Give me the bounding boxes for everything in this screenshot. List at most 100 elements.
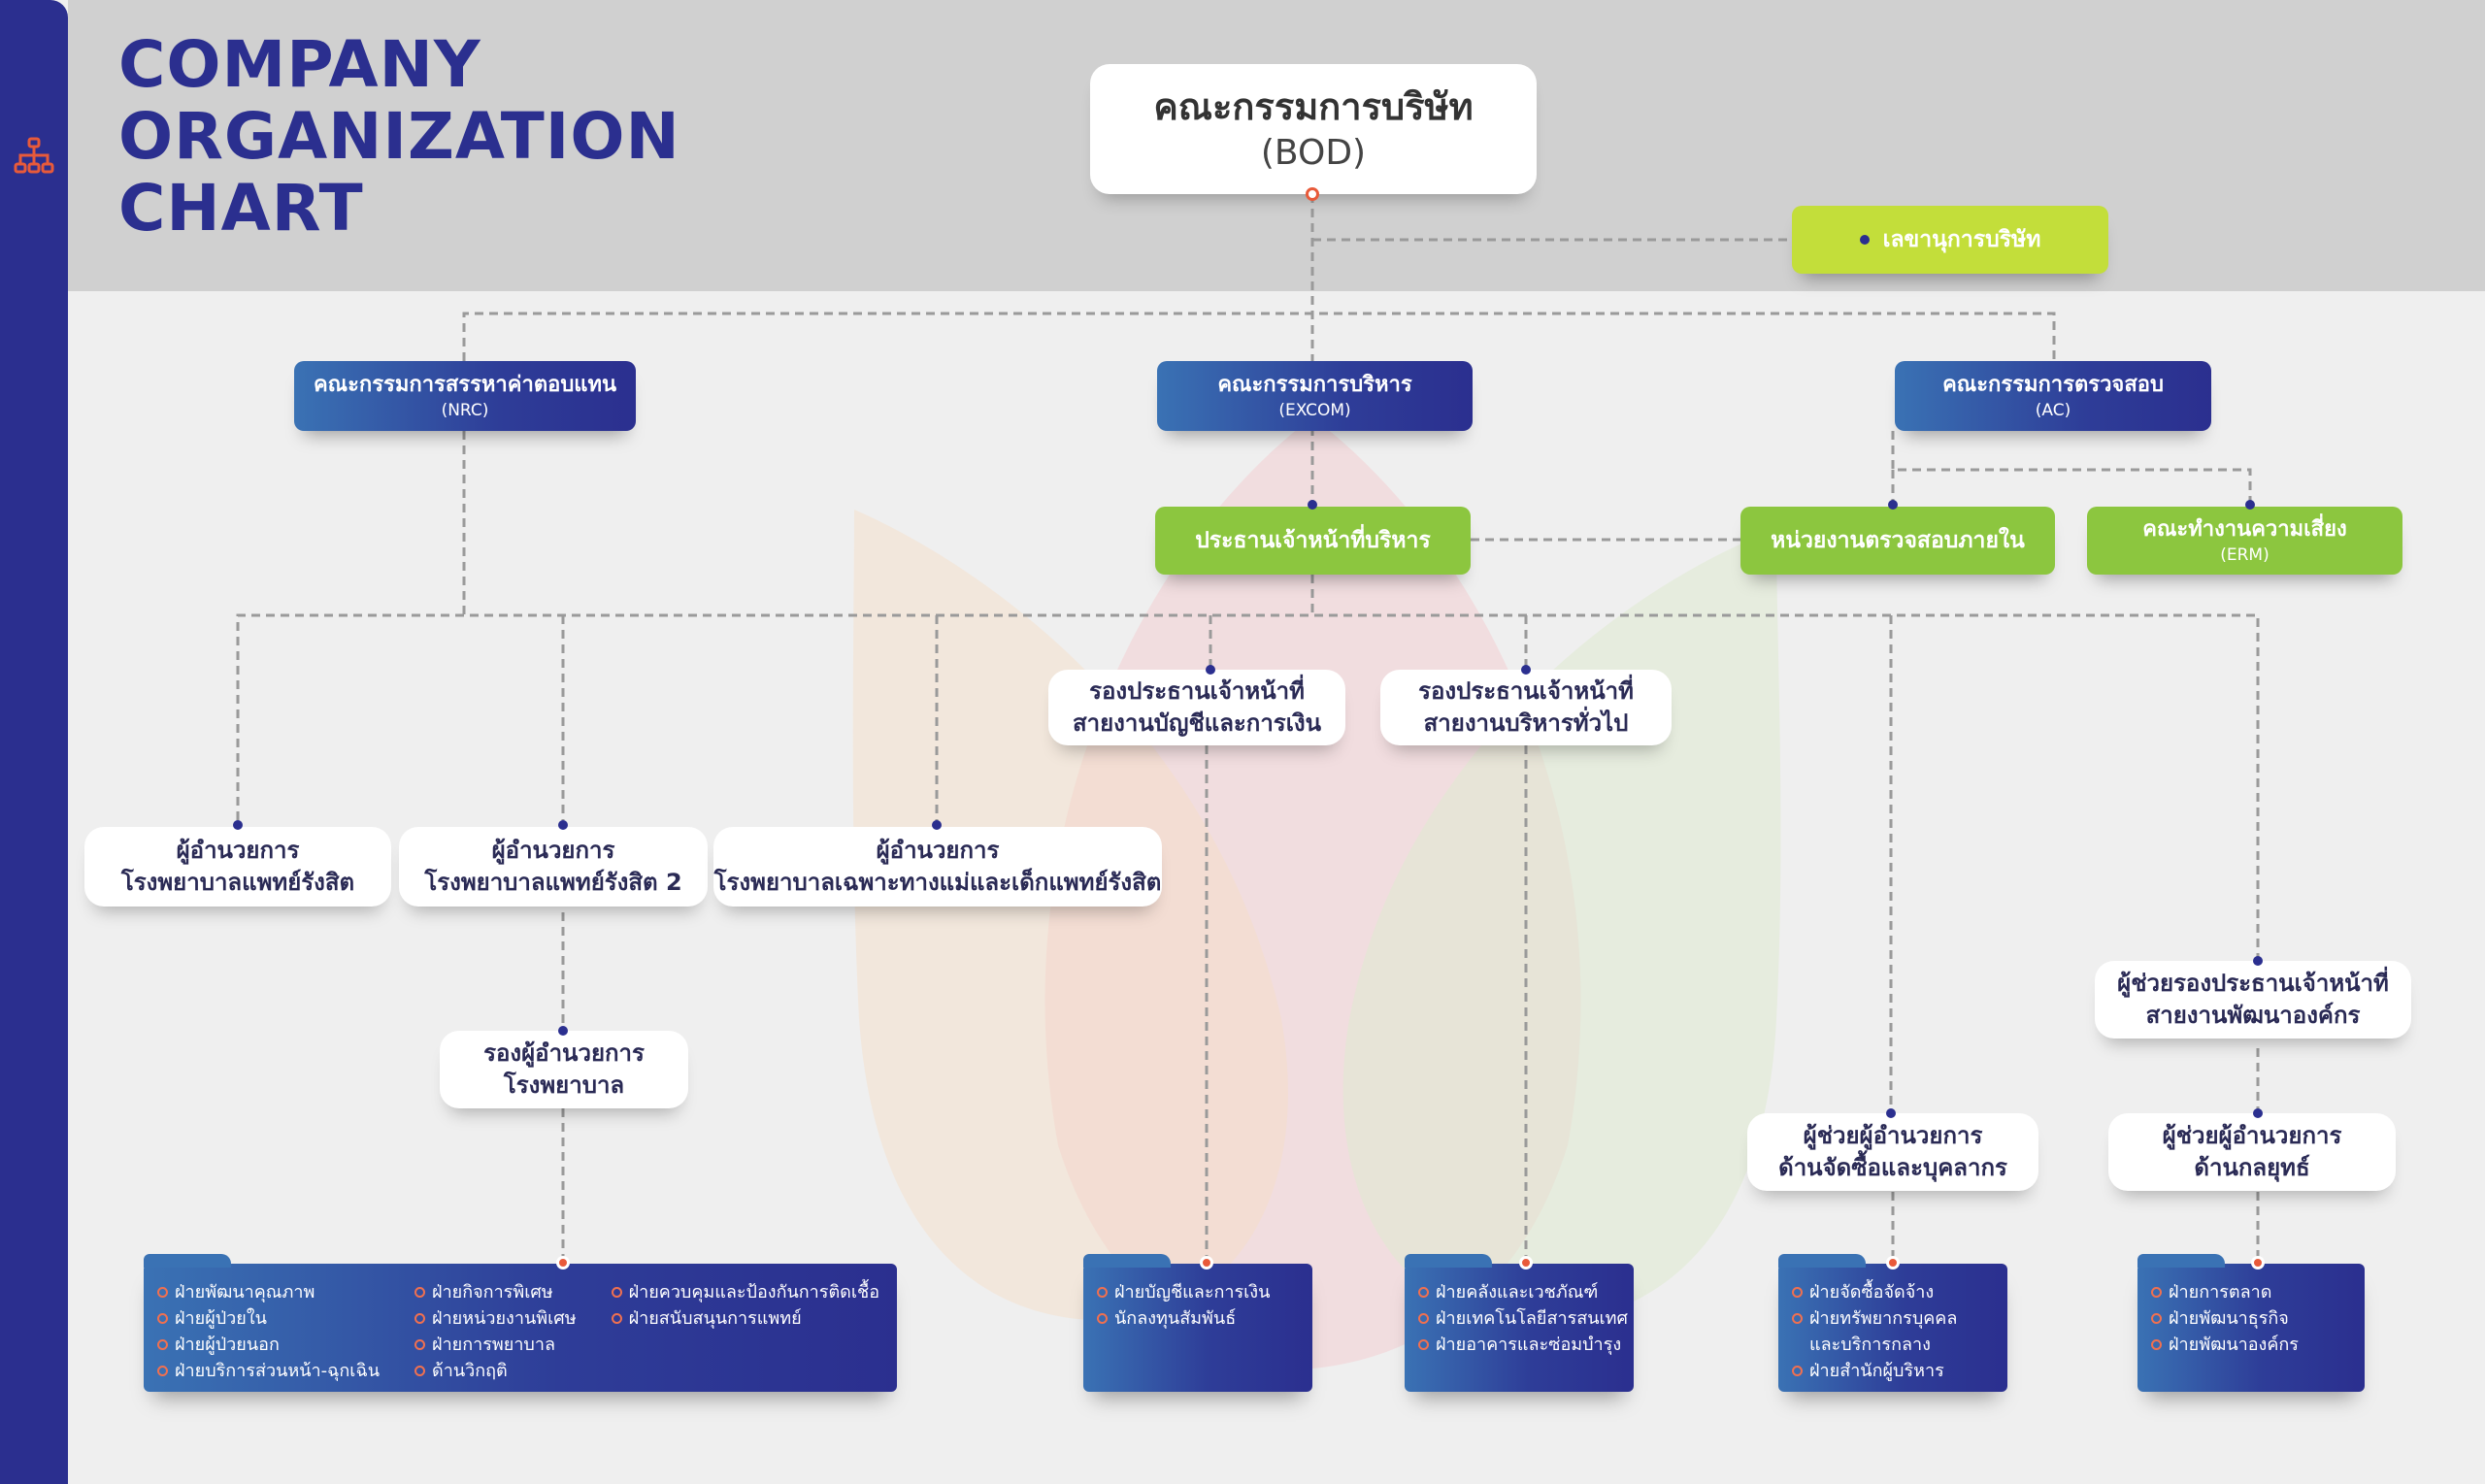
folder-tab (144, 1254, 231, 1268)
bod-name: คณะกรรมการบริษัท (1153, 85, 1474, 128)
dept-strategy-list: ฝ่ายการตลาด ฝ่ายพัฒนาธุรกิจ ฝ่ายพัฒนาองค… (2151, 1279, 2351, 1358)
asst-vp-dev-box[interactable]: ผู้ช่วยรองประธานเจ้าหน้าที่ สายงานพัฒนาอ… (2095, 961, 2411, 1039)
erm-name: คณะทำงานความเสี่ยง (2142, 517, 2347, 542)
asst-dir-strategy-box[interactable]: ผู้ช่วยผู้อำนวยการ ด้านกลยุทธ์ (2108, 1113, 2396, 1191)
director-2-box[interactable]: ผู้อำนวยการ โรงพยาบาลแพทย์รังสิต 2 (399, 827, 708, 907)
dept-hospital-anchor-dot (556, 1256, 570, 1270)
deputy-director-box[interactable]: รองผู้อำนวยการ โรงพยาบาล (440, 1031, 688, 1108)
dept-procure-anchor-dot (1886, 1256, 1900, 1270)
dept-hospital-col3: ฝ่ายควบคุมและป้องกันการติดเชื้อ ฝ่ายสนับ… (611, 1279, 879, 1384)
dept-item: ฝ่ายผู้ป่วยนอก (157, 1332, 380, 1358)
dept-item: ฝ่ายสนับสนุนการแพทย์ (611, 1305, 879, 1332)
dept-item: ฝ่ายจัดซื้อจัดจ้าง (1792, 1279, 1994, 1305)
dept-hospital-col2: ฝ่ายกิจการพิเศษ ฝ่ายหน่วยงานพิเศษ ฝ่ายกา… (414, 1279, 577, 1384)
asst-dir-strategy-line2: ด้านกลยุทธ์ (2194, 1154, 2310, 1181)
deputy-director-line2: โรงพยาบาล (503, 1072, 625, 1099)
ac-name: คณะกรรมการตรวจสอบ (1942, 373, 2164, 397)
dept-item: ฝ่ายอาคารและซ่อมบำรุง (1418, 1332, 1621, 1358)
director-3-line1: ผู้อำนวยการ (876, 837, 1000, 864)
vp-finance-line2: สายงานบัญชีและการเงิน (1072, 709, 1322, 737)
dept-finance-box[interactable]: ฝ่ายบัญชีและการเงิน นักลงทุนสัมพันธ์ (1083, 1254, 1312, 1392)
nrc-name: คณะกรรมการสรรหาค่าตอบแทน (313, 373, 617, 397)
dept-finance-anchor-dot (1200, 1256, 1213, 1270)
director-1-box[interactable]: ผู้อำนวยการ โรงพยาบาลแพทย์รังสิต (84, 827, 391, 907)
deputy-director-line1: รองผู้อำนวยการ (483, 1039, 645, 1067)
nrc-box[interactable]: คณะกรรมการสรรหาค่าตอบแทน (NRC) (294, 361, 636, 431)
dept-item: ฝ่ายผู้ป่วยใน (157, 1305, 380, 1332)
dept-item: ฝ่ายเทคโนโลยีสารสนเทศ (1418, 1305, 1628, 1332)
dept-item: ฝ่ายพัฒนาธุรกิจ (2151, 1305, 2351, 1332)
title-line-2: ORGANIZATION (118, 99, 680, 174)
dept-item: ฝ่ายการพยาบาล (414, 1332, 577, 1358)
title-line-3: CHART (118, 171, 364, 246)
asst-vp-dev-line1: ผู้ช่วยรองประธานเจ้าหน้าที่ (2117, 970, 2389, 997)
director-3-line2: โรงพยาบาลเฉพาะทางแม่และเด็กแพทย์รังสิต (713, 869, 1162, 896)
dept-strategy-box[interactable]: ฝ่ายการตลาด ฝ่ายพัฒนาธุรกิจ ฝ่ายพัฒนาองค… (2137, 1254, 2365, 1392)
internal-audit-label: หน่วยงานตรวจสอบภายใน (1771, 528, 2025, 553)
erm-box[interactable]: คณะทำงานความเสี่ยง (ERM) (2087, 507, 2402, 575)
bod-box[interactable]: คณะกรรมการบริษัท (BOD) (1090, 64, 1537, 194)
director-2-line2: โรงพยาบาลแพทย์รังสิต 2 (424, 869, 682, 896)
dept-procure-list: ฝ่ายจัดซื้อจัดจ้าง ฝ่ายทรัพยากรบุคคล และ… (1792, 1279, 1994, 1384)
asst-dir-strategy-line1: ผู้ช่วยผู้อำนวยการ (2162, 1122, 2342, 1149)
ceo-label: ประธานเจ้าหน้าที่บริหาร (1195, 528, 1431, 553)
vp-finance-line1: รองประธานเจ้าหน้าที่ (1089, 677, 1305, 705)
excom-name: คณะกรรมการบริหาร (1217, 373, 1412, 397)
bod-abbr: (BOD) (1260, 133, 1367, 173)
asst-vp-dev-line2: สายงานพัฒนาองค์กร (2145, 1002, 2361, 1029)
vp-finance-box[interactable]: รองประธานเจ้าหน้าที่ สายงานบัญชีและการเง… (1048, 670, 1345, 745)
dept-item: ฝ่ายบัญชีและการเงิน (1097, 1279, 1299, 1305)
dept-item: ฝ่ายพัฒนาคุณภาพ (157, 1279, 380, 1305)
vp-admin-line1: รองประธานเจ้าหน้าที่ (1418, 677, 1634, 705)
asst-dir-procure-line2: ด้านจัดซื้อและบุคลากร (1778, 1154, 2007, 1181)
title-line-1: COMPANY (118, 27, 481, 102)
dept-procure-box[interactable]: ฝ่ายจัดซื้อจัดจ้าง ฝ่ายทรัพยากรบุคคล และ… (1778, 1254, 2007, 1392)
director-2-line1: ผู้อำนวยการ (491, 837, 615, 864)
dept-strategy-anchor-dot (2251, 1256, 2265, 1270)
dept-admin-box[interactable]: ฝ่ายคลังและเวชภัณฑ์ ฝ่ายเทคโนโลยีสารสนเท… (1405, 1254, 1634, 1392)
org-chart-icon[interactable] (12, 134, 56, 179)
nrc-abbr: (NRC) (441, 401, 489, 420)
secretary-label: เลขานุการบริษัท (1882, 227, 2041, 252)
folder-tab (2137, 1254, 2225, 1268)
director-1-line1: ผู้อำนวยการ (176, 837, 300, 864)
asst-dir-procure-line1: ผู้ช่วยผู้อำนวยการ (1803, 1122, 1983, 1149)
bod-anchor-dot (1306, 187, 1319, 201)
dept-item: ฝ่ายบริการส่วนหน้า-ฉุกเฉิน (157, 1358, 380, 1384)
asst-dir-procure-box[interactable]: ผู้ช่วยผู้อำนวยการ ด้านจัดซื้อและบุคลากร (1747, 1113, 2038, 1191)
dept-hospital-box[interactable]: ฝ่ายพัฒนาคุณภาพ ฝ่ายผู้ป่วยใน ฝ่ายผู้ป่ว… (144, 1254, 897, 1392)
dept-hospital-col1: ฝ่ายพัฒนาคุณภาพ ฝ่ายผู้ป่วยใน ฝ่ายผู้ป่ว… (157, 1279, 380, 1384)
dept-item: นักลงทุนสัมพันธ์ (1097, 1305, 1299, 1332)
sidebar (0, 0, 68, 1484)
dept-item-continued: และบริการกลาง (1809, 1335, 1931, 1355)
dept-item: ฝ่ายพัฒนาองค์กร (2151, 1332, 2351, 1358)
ac-box[interactable]: คณะกรรมการตรวจสอบ (AC) (1895, 361, 2211, 431)
erm-abbr: (ERM) (2220, 545, 2270, 565)
folder-tab (1778, 1254, 1866, 1268)
ac-abbr: (AC) (2035, 401, 2071, 420)
director-1-line2: โรงพยาบาลแพทย์รังสิต (120, 869, 355, 896)
vp-admin-line2: สายงานบริหารทั่วไป (1423, 709, 1629, 737)
dept-admin-list: ฝ่ายคลังและเวชภัณฑ์ ฝ่ายเทคโนโลยีสารสนเท… (1418, 1279, 1628, 1358)
ceo-box[interactable]: ประธานเจ้าหน้าที่บริหาร (1155, 507, 1471, 575)
bullet-icon (1859, 235, 1870, 245)
internal-audit-box[interactable]: หน่วยงานตรวจสอบภายใน (1740, 507, 2055, 575)
dept-item: ฝ่ายหน่วยงานพิเศษ (414, 1305, 577, 1332)
dept-item: ฝ่ายคลังและเวชภัณฑ์ (1418, 1279, 1620, 1305)
director-3-box[interactable]: ผู้อำนวยการ โรงพยาบาลเฉพาะทางแม่และเด็กแ… (713, 827, 1162, 907)
excom-box[interactable]: คณะกรรมการบริหาร (EXCOM) (1157, 361, 1473, 431)
dept-finance-list: ฝ่ายบัญชีและการเงิน นักลงทุนสัมพันธ์ (1097, 1279, 1299, 1332)
folder-tab (1405, 1254, 1492, 1268)
vp-admin-box[interactable]: รองประธานเจ้าหน้าที่ สายงานบริหารทั่วไป (1380, 670, 1672, 745)
excom-abbr: (EXCOM) (1278, 401, 1351, 420)
folder-tab (1083, 1254, 1171, 1268)
secretary-box[interactable]: เลขานุการบริษัท (1792, 206, 2108, 274)
dept-item: ฝ่ายการตลาด (2151, 1279, 2351, 1305)
dept-item: ฝ่ายสำนักผู้บริหาร (1792, 1358, 1994, 1384)
dept-item: ฝ่ายควบคุมและป้องกันการติดเชื้อ (611, 1279, 879, 1305)
dept-item: ด้านวิกฤติ (414, 1358, 577, 1384)
dept-item: ฝ่ายทรัพยากรบุคคล (1792, 1305, 1994, 1332)
